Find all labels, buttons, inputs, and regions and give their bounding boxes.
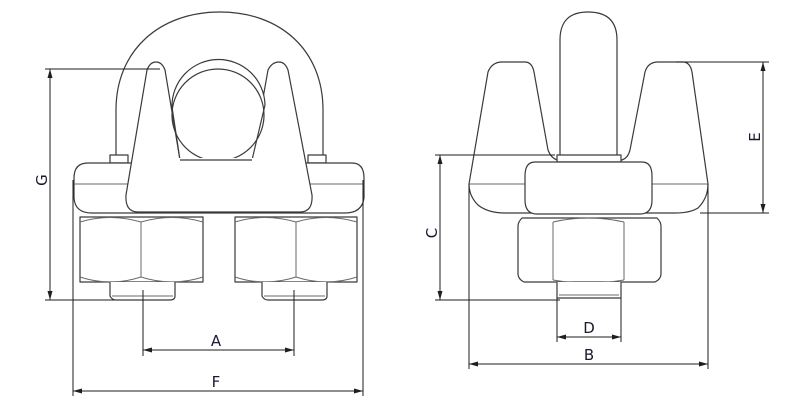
- dimension-f: F: [72, 180, 364, 396]
- dimension-g: G: [33, 68, 160, 301]
- bolt-end-side: [556, 282, 622, 299]
- u-bolt-pin: [559, 11, 618, 159]
- hex-nut-side: [517, 217, 662, 284]
- dimension-c: C: [423, 154, 560, 301]
- dimension-label-f: F: [212, 373, 221, 391]
- u-bolt-pin-collar: [556, 154, 622, 163]
- u-bolt-foot-right: [307, 154, 327, 164]
- saddle-center-block: [524, 161, 653, 215]
- hex-nut-left: [79, 216, 204, 283]
- dimension-label-a: A: [211, 332, 222, 350]
- u-bolt-foot-left: [109, 154, 129, 164]
- u-bolt-arch: [115, 11, 324, 155]
- dimension-label-d: D: [583, 319, 595, 337]
- front-view: G A F: [33, 11, 365, 396]
- wire-rope-section: [171, 58, 266, 161]
- dimension-d: D: [556, 298, 622, 342]
- dimension-e: E: [676, 61, 769, 214]
- side-view: C E D B: [423, 11, 769, 369]
- dimension-label-b: B: [584, 346, 594, 364]
- hex-nut-right: [234, 216, 358, 283]
- dimension-label-e: E: [746, 132, 764, 141]
- dimension-b: B: [468, 184, 709, 369]
- dimension-a: A: [143, 332, 294, 353]
- dimension-label-g: G: [33, 174, 51, 186]
- dimension-label-c: C: [423, 228, 441, 238]
